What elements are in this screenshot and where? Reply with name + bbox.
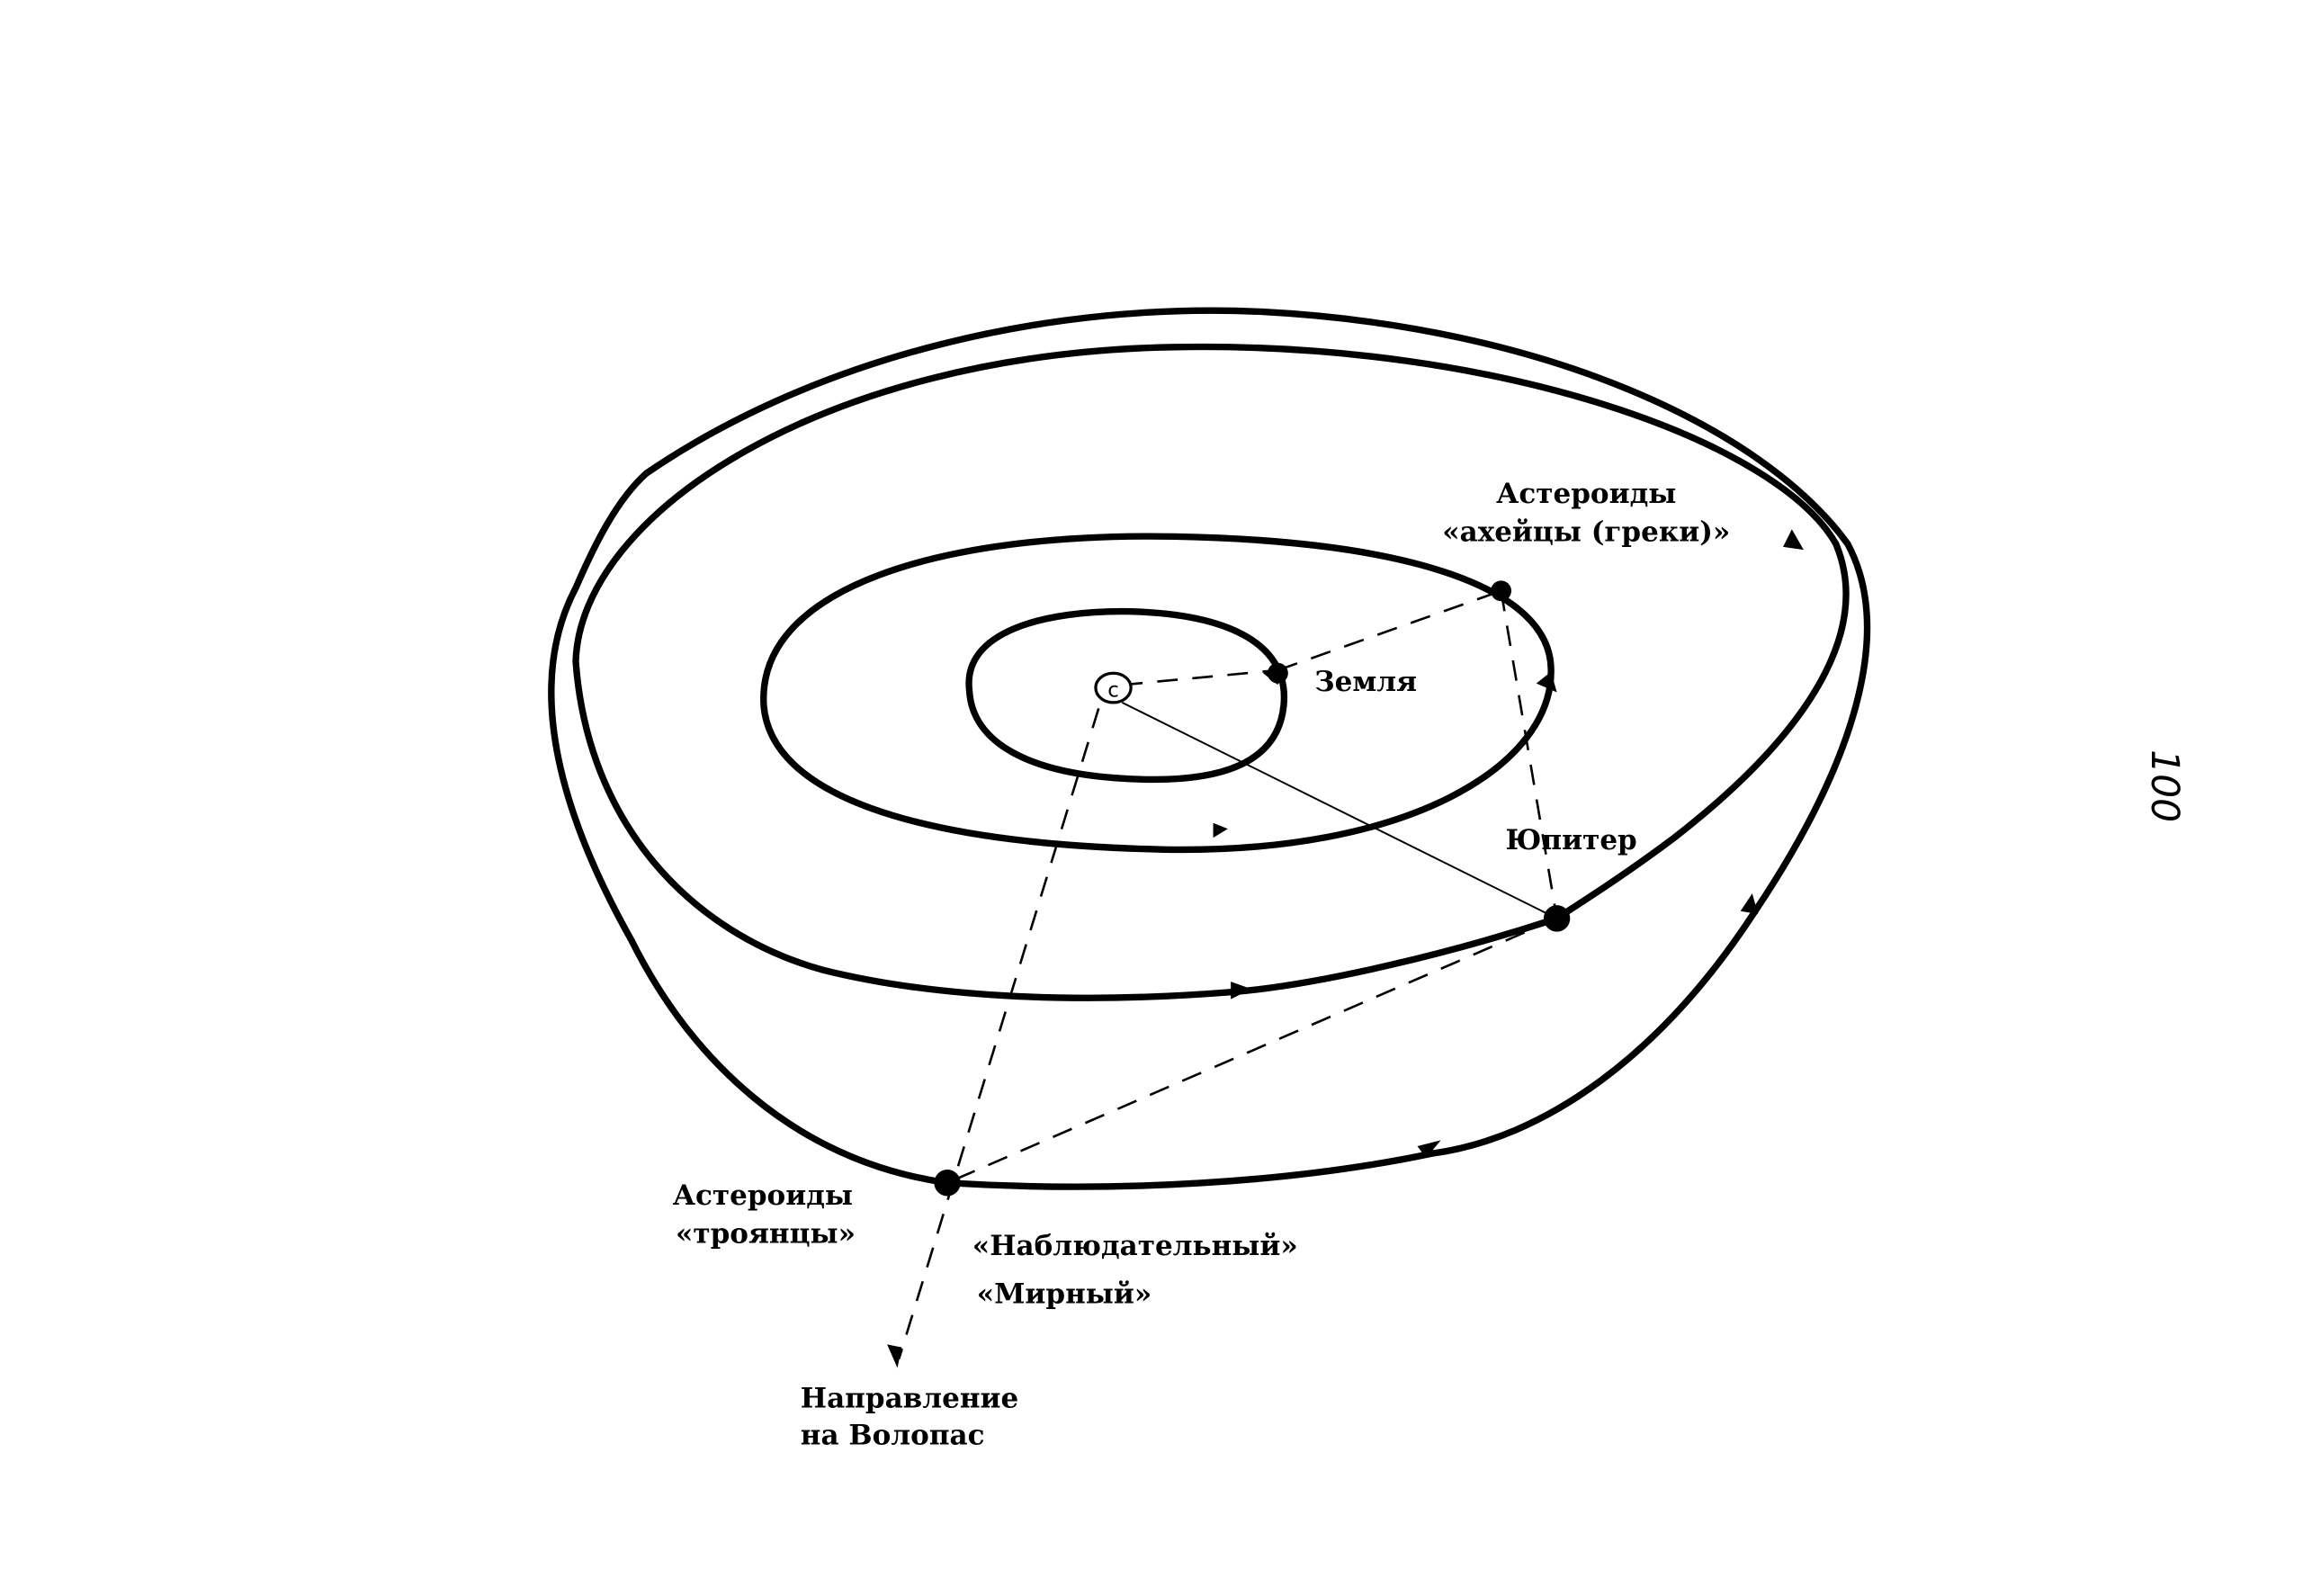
- trojans-label-1: Астероиды: [673, 1179, 853, 1212]
- trojans-dot: [934, 1170, 961, 1197]
- jupiter-orbit: [572, 343, 1850, 1001]
- observer-label-2: «Мирный»: [977, 1278, 1152, 1311]
- orbit-arrow-icon: [1536, 671, 1557, 693]
- achaeans-jupiter-dashed-line: [1500, 590, 1558, 919]
- outer-bowl-outline: [548, 307, 1871, 1190]
- earth-achaeans-dashed-line: [1277, 589, 1502, 672]
- jupiter-trojans-dashed-line: [946, 917, 1558, 1184]
- direction-label-2: на Волопас: [801, 1419, 985, 1451]
- orbit-arrow-icon: [1231, 982, 1252, 1000]
- achaeans-dot: [1491, 580, 1511, 602]
- orbit-arrow-icon: [1783, 529, 1804, 551]
- sun-jupiter-line: [1121, 702, 1558, 919]
- sun-icon: c: [1094, 671, 1133, 704]
- orbit-arrow-icon: [1417, 1140, 1441, 1158]
- orbit-arrow-icon: [1740, 893, 1759, 914]
- direction-label-1: Направление: [801, 1383, 1018, 1415]
- orbit-arrow-icon: [1213, 822, 1228, 838]
- sun-symbol: c: [1107, 678, 1119, 702]
- jupiter-label: Юпитер: [1505, 824, 1636, 856]
- bootes-direction-dashed-line: [897, 708, 1100, 1360]
- page-number: 100: [2142, 749, 2186, 822]
- jupiter-dot: [1543, 905, 1571, 932]
- observer-label-1: «Наблюдательный»: [972, 1230, 1298, 1262]
- achaeans-label-2: «ахейцы (греки)»: [1442, 516, 1730, 548]
- middle-orbit: [760, 533, 1555, 854]
- trojans-label-2: «троянцы»: [676, 1218, 856, 1251]
- earth-dot: [1267, 662, 1288, 684]
- earth-orbit: [965, 607, 1288, 784]
- sun-earth-dashed-line: [1122, 668, 1278, 686]
- earth-label: Земля: [1314, 666, 1417, 698]
- achaeans-label-1: Астероиды: [1496, 478, 1676, 510]
- bootes-arrow-icon: [887, 1344, 902, 1368]
